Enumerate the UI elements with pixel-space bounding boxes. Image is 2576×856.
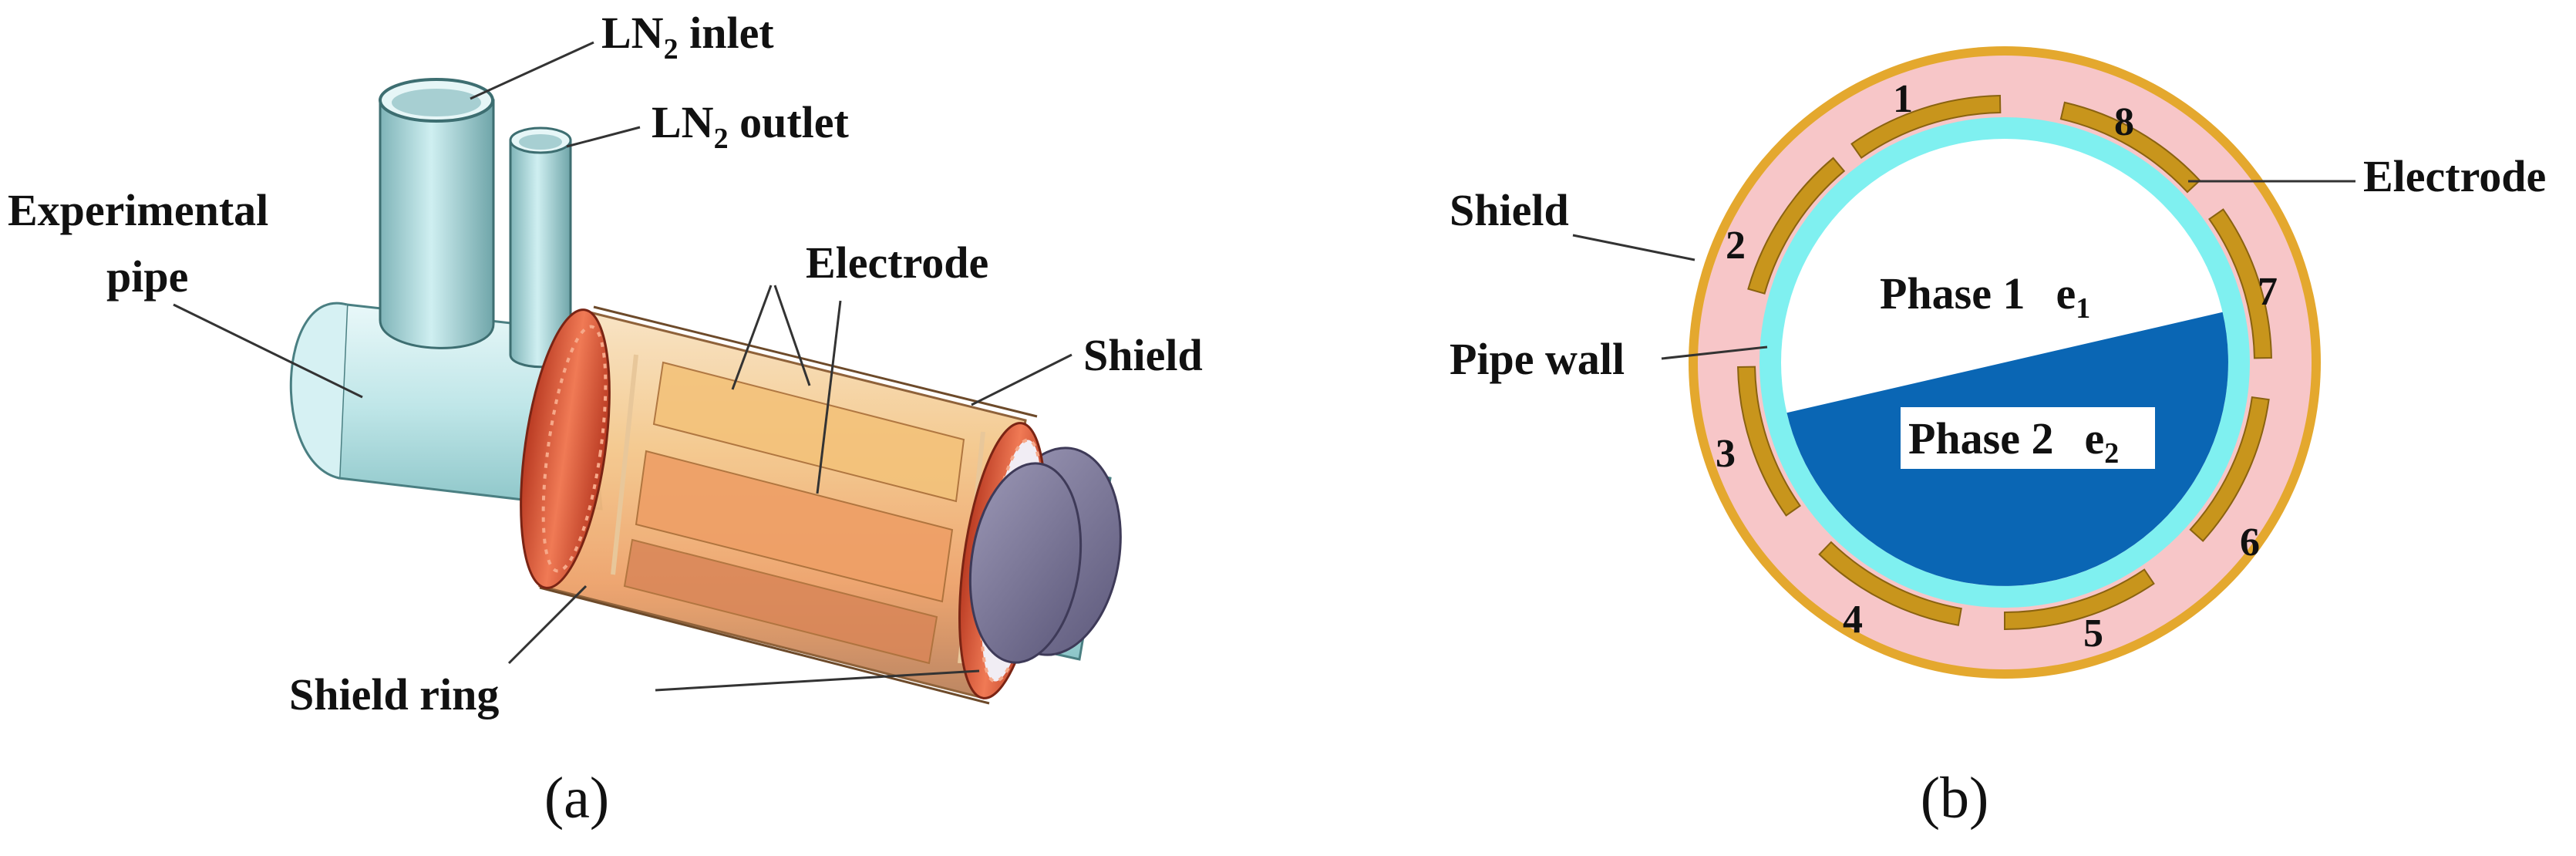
electrode-number-5: 5	[2083, 612, 2103, 655]
electrode-number-6: 6	[2240, 521, 2260, 564]
panel-a-leaders	[173, 41, 1072, 692]
electrode-plate-3	[1737, 366, 1801, 517]
label-experimental-pipe-line1: Experimental	[8, 185, 268, 235]
electrode-plate-5	[2004, 568, 2155, 631]
electrode-number-1: 1	[1893, 77, 1913, 121]
label-electrode-a: Electrode	[806, 238, 988, 288]
panel-a: LN2 inlet LN2 outlet Experimental pipe E…	[8, 8, 1203, 831]
ln2-outlet-tube	[509, 126, 572, 369]
phase2-label-box	[1901, 407, 2155, 469]
label-shield-ring: Shield ring	[289, 669, 499, 720]
electrode-plate-6	[2189, 396, 2270, 542]
label-shield-a: Shield	[1083, 330, 1203, 380]
label-ln2-inlet: LN2 inlet	[601, 8, 774, 66]
electrode-number-7: 7	[2258, 270, 2278, 314]
leader-pipe-wall	[1661, 345, 1768, 360]
electrode-plate-upper	[652, 361, 965, 503]
electrode-plate-2	[1747, 157, 1846, 295]
electrode-number-3: 3	[1716, 432, 1736, 476]
electrode-number-2: 2	[1726, 224, 1746, 268]
electrode-plate-4	[1818, 541, 1962, 626]
shield-ring-right	[958, 422, 1083, 699]
label-electrode-b: Electrode	[2363, 151, 2546, 201]
shield-ring-left	[520, 308, 611, 589]
electrode-plate-8	[2059, 101, 2201, 194]
pipe-cross-section	[1689, 46, 2321, 679]
label-experimental-pipe-line2: pipe	[106, 251, 188, 302]
caption-a: (a)	[544, 766, 609, 831]
ln2-inlet-tube	[379, 78, 495, 349]
electrode-plate-lower	[635, 450, 954, 603]
label-pipe-wall: Pipe wall	[1450, 334, 1625, 384]
electrode-plate-1	[1850, 95, 2002, 159]
electrode-number-4: 4	[1843, 598, 1863, 642]
leader-shield-b	[1572, 234, 1695, 261]
electrode-plates	[1737, 95, 2272, 631]
label-shield-b: Shield	[1450, 185, 1569, 235]
electrode-number-8: 8	[2114, 100, 2134, 144]
caption-b: (b)	[1921, 766, 1989, 831]
label-ln2-outlet: LN2 outlet	[652, 97, 850, 155]
electrode-plate-7	[2208, 208, 2272, 359]
sensor-body	[538, 305, 1038, 705]
